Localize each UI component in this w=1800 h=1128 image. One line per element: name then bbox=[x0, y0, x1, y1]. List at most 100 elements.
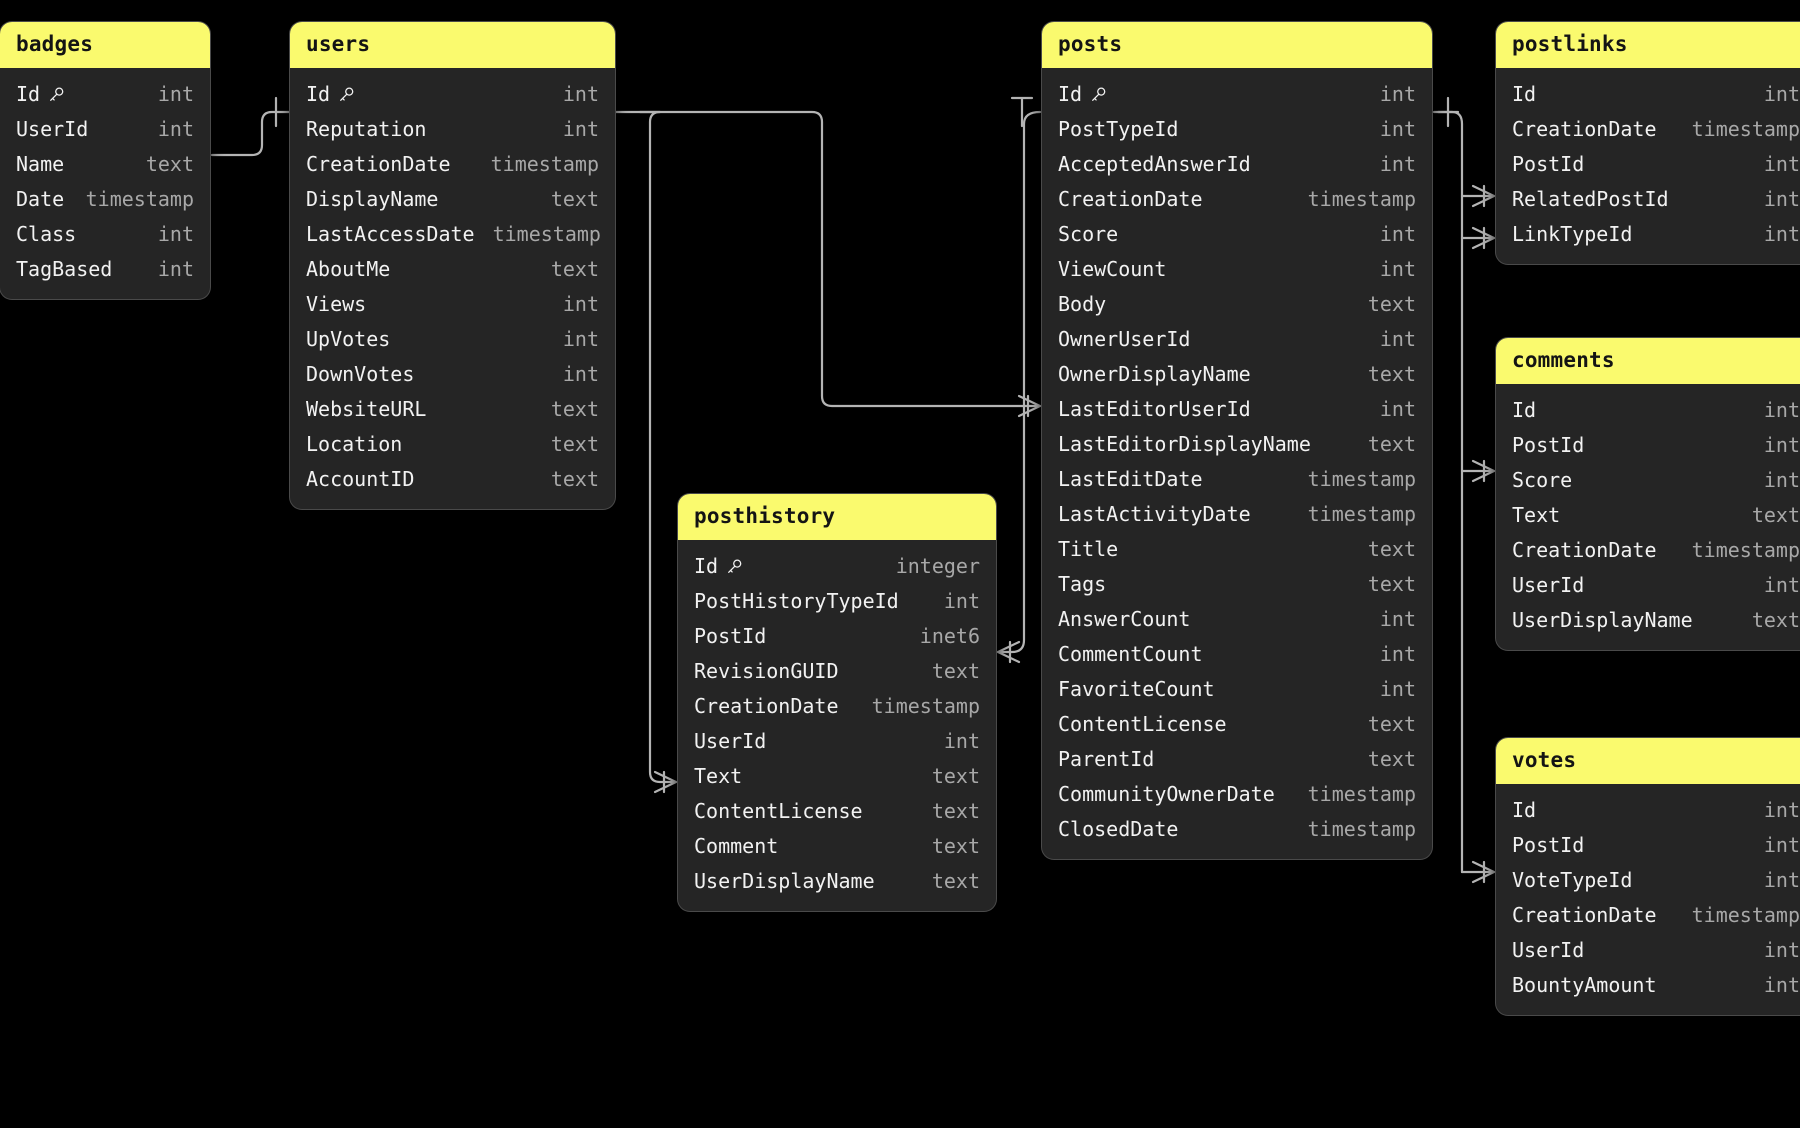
table-row-votes-userid[interactable]: UserId int bbox=[1496, 933, 1800, 968]
primary-key-icon bbox=[48, 86, 65, 103]
table-row-users-displayname[interactable]: DisplayName text bbox=[290, 182, 615, 217]
table-row-posthistory-userid[interactable]: UserId int bbox=[678, 724, 996, 759]
table-row-postlinks-creationdate[interactable]: CreationDate timestamp bbox=[1496, 112, 1800, 147]
table-row-users-downvotes[interactable]: DownVotes int bbox=[290, 357, 615, 392]
table-row-posts-favoritecount[interactable]: FavoriteCount int bbox=[1042, 672, 1432, 707]
table-row-comments-text[interactable]: Text text bbox=[1496, 498, 1800, 533]
table-row-comments-postid[interactable]: PostId int bbox=[1496, 428, 1800, 463]
column-name: CreationDate bbox=[1512, 117, 1657, 141]
table-row-posts-answercount[interactable]: AnswerCount int bbox=[1042, 602, 1432, 637]
column-name: Name bbox=[16, 152, 65, 176]
column-name: DisplayName bbox=[306, 187, 439, 211]
table-row-users-accountid[interactable]: AccountID text bbox=[290, 462, 615, 497]
column-name-cell: UpVotes bbox=[306, 327, 390, 352]
column-name: PostId bbox=[1512, 433, 1585, 457]
column-name-cell: LastAccessDate bbox=[306, 222, 475, 247]
table-row-posthistory-text[interactable]: Text text bbox=[678, 759, 996, 794]
table-row-posts-score[interactable]: Score int bbox=[1042, 217, 1432, 252]
table-row-posts-body[interactable]: Body text bbox=[1042, 287, 1432, 322]
table-header-postlinks[interactable]: postlinks bbox=[1496, 22, 1800, 68]
table-row-posts-communityownerdate[interactable]: CommunityOwnerDate timestamp bbox=[1042, 777, 1432, 812]
table-row-posts-acceptedanswerid[interactable]: AcceptedAnswerId int bbox=[1042, 147, 1432, 182]
table-card-posthistory[interactable]: posthistory Id integer PostHistoryTypeId… bbox=[678, 494, 996, 911]
table-row-users-lastaccessdate[interactable]: LastAccessDate timestamp bbox=[290, 217, 615, 252]
table-card-votes[interactable]: votes Id int PostId int VoteTypeId int C… bbox=[1496, 738, 1800, 1015]
table-row-users-location[interactable]: Location text bbox=[290, 427, 615, 462]
table-row-users-websiteurl[interactable]: WebsiteURL text bbox=[290, 392, 615, 427]
table-row-badges-class[interactable]: Class int bbox=[0, 217, 210, 252]
table-row-badges-id[interactable]: Id int bbox=[0, 77, 210, 112]
table-row-posts-id[interactable]: Id int bbox=[1042, 77, 1432, 112]
table-row-votes-id[interactable]: Id int bbox=[1496, 793, 1800, 828]
column-name-cell: CreationDate bbox=[306, 152, 451, 177]
table-row-postlinks-linktypeid[interactable]: LinkTypeId int bbox=[1496, 217, 1800, 252]
table-row-badges-name[interactable]: Name text bbox=[0, 147, 210, 182]
table-header-comments[interactable]: comments bbox=[1496, 338, 1800, 384]
table-row-badges-userid[interactable]: UserId int bbox=[0, 112, 210, 147]
table-row-posthistory-revisionguid[interactable]: RevisionGUID text bbox=[678, 654, 996, 689]
table-row-posts-lasteditordisplayname[interactable]: LastEditorDisplayName text bbox=[1042, 427, 1432, 462]
column-name-cell: Body bbox=[1058, 292, 1106, 317]
column-name-cell: ParentId bbox=[1058, 747, 1154, 772]
table-row-posts-creationdate[interactable]: CreationDate timestamp bbox=[1042, 182, 1432, 217]
table-row-posts-lastactivitydate[interactable]: LastActivityDate timestamp bbox=[1042, 497, 1432, 532]
table-row-comments-userdisplayname[interactable]: UserDisplayName text bbox=[1496, 603, 1800, 638]
table-row-posts-lasteditoruserid[interactable]: LastEditorUserId int bbox=[1042, 392, 1432, 427]
table-header-votes[interactable]: votes bbox=[1496, 738, 1800, 784]
table-row-comments-userid[interactable]: UserId int bbox=[1496, 568, 1800, 603]
table-row-badges-tagbased[interactable]: TagBased int bbox=[0, 252, 210, 287]
table-row-posthistory-comment[interactable]: Comment text bbox=[678, 829, 996, 864]
table-row-posthistory-contentlicense[interactable]: ContentLicense text bbox=[678, 794, 996, 829]
column-name: Reputation bbox=[306, 117, 427, 141]
table-header-posts[interactable]: posts bbox=[1042, 22, 1432, 68]
column-type: text bbox=[931, 799, 980, 823]
table-row-postlinks-relatedpostid[interactable]: RelatedPostId int bbox=[1496, 182, 1800, 217]
table-row-posts-parentid[interactable]: ParentId text bbox=[1042, 742, 1432, 777]
table-row-posts-viewcount[interactable]: ViewCount int bbox=[1042, 252, 1432, 287]
table-row-votes-postid[interactable]: PostId int bbox=[1496, 828, 1800, 863]
table-row-posts-closeddate[interactable]: ClosedDate timestamp bbox=[1042, 812, 1432, 847]
table-row-posts-tags[interactable]: Tags text bbox=[1042, 567, 1432, 602]
table-row-votes-bountyamount[interactable]: BountyAmount int bbox=[1496, 968, 1800, 1003]
table-card-badges[interactable]: badges Id int UserId int Name text D bbox=[0, 22, 210, 299]
table-row-posts-owneruserid[interactable]: OwnerUserId int bbox=[1042, 322, 1432, 357]
table-card-postlinks[interactable]: postlinks Id int CreationDate timestamp … bbox=[1496, 22, 1800, 264]
column-type: int bbox=[1763, 398, 1800, 422]
table-row-users-id[interactable]: Id int bbox=[290, 77, 615, 112]
table-row-posthistory-id[interactable]: Id integer bbox=[678, 549, 996, 584]
table-row-posts-posttypeid[interactable]: PostTypeId int bbox=[1042, 112, 1432, 147]
table-row-posts-lasteditdate[interactable]: LastEditDate timestamp bbox=[1042, 462, 1432, 497]
table-row-posthistory-userdisplayname[interactable]: UserDisplayName text bbox=[678, 864, 996, 899]
table-row-posts-contentlicense[interactable]: ContentLicense text bbox=[1042, 707, 1432, 742]
table-row-votes-creationdate[interactable]: CreationDate timestamp bbox=[1496, 898, 1800, 933]
table-header-badges[interactable]: badges bbox=[0, 22, 210, 68]
column-type: int bbox=[1763, 187, 1800, 211]
table-row-votes-votetypeid[interactable]: VoteTypeId int bbox=[1496, 863, 1800, 898]
table-row-posts-commentcount[interactable]: CommentCount int bbox=[1042, 637, 1432, 672]
table-row-comments-score[interactable]: Score int bbox=[1496, 463, 1800, 498]
table-row-users-reputation[interactable]: Reputation int bbox=[290, 112, 615, 147]
table-row-badges-date[interactable]: Date timestamp bbox=[0, 182, 210, 217]
table-row-comments-creationdate[interactable]: CreationDate timestamp bbox=[1496, 533, 1800, 568]
table-header-posthistory[interactable]: posthistory bbox=[678, 494, 996, 540]
column-type: int bbox=[1763, 798, 1800, 822]
table-row-posts-title[interactable]: Title text bbox=[1042, 532, 1432, 567]
column-type: timestamp bbox=[1691, 903, 1800, 927]
table-row-users-creationdate[interactable]: CreationDate timestamp bbox=[290, 147, 615, 182]
table-row-users-upvotes[interactable]: UpVotes int bbox=[290, 322, 615, 357]
table-row-users-views[interactable]: Views int bbox=[290, 287, 615, 322]
table-row-posts-ownerdisplayname[interactable]: OwnerDisplayName text bbox=[1042, 357, 1432, 392]
table-card-users[interactable]: users Id int Reputation int CreationDate… bbox=[290, 22, 615, 509]
table-row-posthistory-postid[interactable]: PostId inet6 bbox=[678, 619, 996, 654]
table-row-comments-id[interactable]: Id int bbox=[1496, 393, 1800, 428]
table-card-posts[interactable]: posts Id int PostTypeId int AcceptedAnsw… bbox=[1042, 22, 1432, 859]
table-card-comments[interactable]: comments Id int PostId int Score int Tex… bbox=[1496, 338, 1800, 650]
column-name-cell: Score bbox=[1058, 222, 1118, 247]
table-row-postlinks-id[interactable]: Id int bbox=[1496, 77, 1800, 112]
table-row-postlinks-postid[interactable]: PostId int bbox=[1496, 147, 1800, 182]
table-row-users-aboutme[interactable]: AboutMe text bbox=[290, 252, 615, 287]
table-row-posthistory-creationdate[interactable]: CreationDate timestamp bbox=[678, 689, 996, 724]
column-name: OwnerDisplayName bbox=[1058, 362, 1251, 386]
table-row-posthistory-posthistorytypeid[interactable]: PostHistoryTypeId int bbox=[678, 584, 996, 619]
table-header-users[interactable]: users bbox=[290, 22, 615, 68]
